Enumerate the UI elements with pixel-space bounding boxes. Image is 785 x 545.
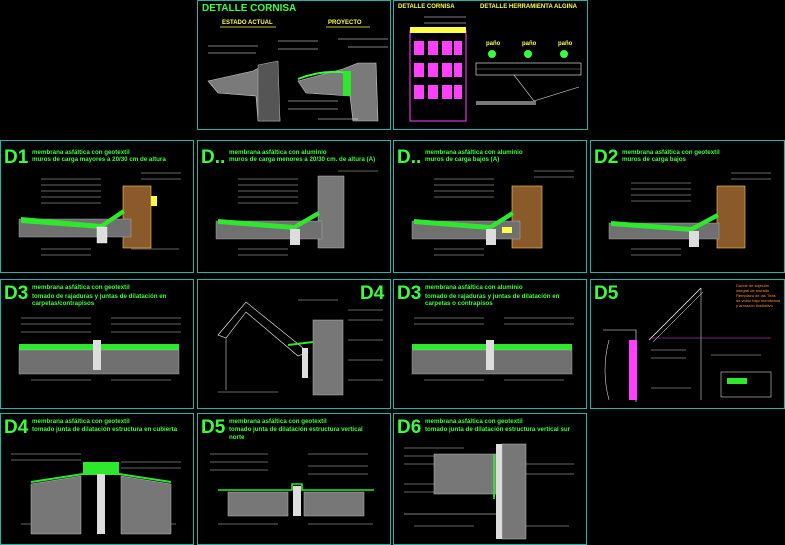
detail-drawing: [404, 443, 574, 540]
badge-3: paño: [558, 41, 573, 47]
detail-code: D..: [397, 147, 422, 168]
panel-d3-geotextil: D3 membrana asfáltica con geotextil toma…: [0, 279, 194, 409]
detail-code: D3: [397, 283, 422, 304]
detail-subtitle-2: norte: [229, 434, 245, 441]
detail-code: D..: [201, 147, 226, 168]
detail-drawing: [217, 299, 383, 396]
badge-1: paño: [486, 41, 501, 47]
detail-subtitle: tomado junta de dilatación estructura en…: [32, 426, 178, 433]
panel-title: DETALLE CORNISA: [202, 3, 297, 14]
d5-note-1: Donde de sujeción: [736, 283, 770, 288]
detail-subtitle: tomado junta de dilatación estructura ve…: [425, 426, 571, 433]
d5-note-3: Remplazo de las Tiras: [736, 293, 776, 298]
title-right: DETALLE HERRAMIENTA ALGINA: [480, 4, 577, 10]
detail-title: membrana asfáltica con geotextil: [32, 284, 130, 291]
detail-code: D4: [360, 283, 385, 304]
label-estado-actual: ESTADO ACTUAL: [222, 20, 273, 26]
detail-title: membrana asfáltica con aluminio: [425, 149, 523, 156]
detail-drawing: [18, 317, 181, 381]
detail-drawing: [11, 453, 181, 535]
detail-drawing: [18, 172, 181, 256]
detail-title: membrana asfáltica con geotextil: [229, 418, 327, 425]
detail-title: membrana asfáltica con aluminio: [229, 149, 327, 156]
detail-code: D3: [4, 283, 29, 304]
detail-subtitle: muros de carga mayores a 20/30 cm de alt…: [32, 156, 166, 163]
panel-d5-section: D5 Donde de sujeción integral de muralla…: [590, 279, 785, 409]
herreria-drawing: [409, 16, 582, 122]
detail-title: membrana asfáltica con geotextil: [32, 418, 130, 425]
detail-subtitle: muros de carga bajos (A): [425, 156, 500, 163]
detail-drawing: [411, 170, 574, 256]
panel-d-a2: D.. membrana asfáltica con aluminio muro…: [393, 140, 587, 273]
detail-code: D2: [594, 147, 619, 168]
badge-2: paño: [522, 41, 537, 47]
detail-code: D4: [4, 417, 29, 438]
cornisa-drawing: [207, 26, 388, 122]
detail-drawing: [608, 172, 771, 256]
panel-d4-cubierta: D4 membrana asfáltica con geotextil toma…: [0, 413, 194, 545]
panel-detalle-herreria: DETALLE CORNISA DETALLE HERRAMIENTA ALGI…: [393, 0, 588, 130]
detail-title: membrana asfáltica con geotextil: [32, 149, 130, 156]
detail-subtitle-2: carpetas o contrapisos: [425, 300, 493, 307]
detail-drawing: [210, 453, 374, 525]
detail-subtitle: muros de carga bajos: [622, 156, 686, 163]
detail-subtitle: muros de carga menores a 20/30 cm. de al…: [229, 156, 376, 163]
panel-d1: D1 membrana asfáltica con geotextil muro…: [0, 140, 194, 273]
detail-code: D5: [594, 283, 619, 304]
d5-note-4: de vidrio bajo membrana: [736, 298, 781, 303]
detail-subtitle-2: carpetas/contrapisos: [32, 300, 95, 307]
detail-code: D6: [397, 417, 422, 438]
panel-d5-vertical-norte: D5 membrana asfáltica con geotextil toma…: [197, 413, 391, 545]
d5-note-5: y armazón ilustrativo: [736, 303, 773, 308]
detail-code: D1: [4, 147, 29, 168]
detail-subtitle: tomado de rajaduras y juntas de dilataci…: [32, 293, 167, 300]
panel-d4-section: D4: [197, 279, 391, 409]
detail-code: D5: [201, 417, 226, 438]
detail-subtitle: tomado junta de dilatación estructura ve…: [229, 426, 363, 433]
detail-title: membrana asfáltica con geotextil: [425, 418, 523, 425]
detail-subtitle: tomado de rajaduras y juntas de dilataci…: [425, 293, 560, 300]
panel-d-a1: D.. membrana asfáltica con aluminio muro…: [197, 140, 391, 273]
title-left: DETALLE CORNISA: [398, 4, 455, 10]
detail-drawing: [215, 170, 378, 256]
label-proyecto: PROYECTO: [328, 20, 362, 26]
panel-d3-aluminio: D3 membrana asfáltica con aluminio tomad…: [393, 279, 587, 409]
detail-title: membrana asfáltica con geotextil: [622, 149, 720, 156]
panel-d2: D2 membrana asfáltica con geotextil muro…: [590, 140, 785, 273]
detail-title: membrana asfáltica con aluminio: [425, 284, 523, 291]
panel-d6-vertical-sur: D6 membrana asfáltica con geotextil toma…: [393, 413, 587, 545]
detail-drawing: [603, 287, 772, 402]
d5-note-2: integral de muralla: [736, 288, 769, 293]
detail-drawing: [411, 317, 574, 381]
panel-detalle-cornisa: DETALLE CORNISA ESTADO ACTUAL PROYECTO: [197, 0, 391, 130]
